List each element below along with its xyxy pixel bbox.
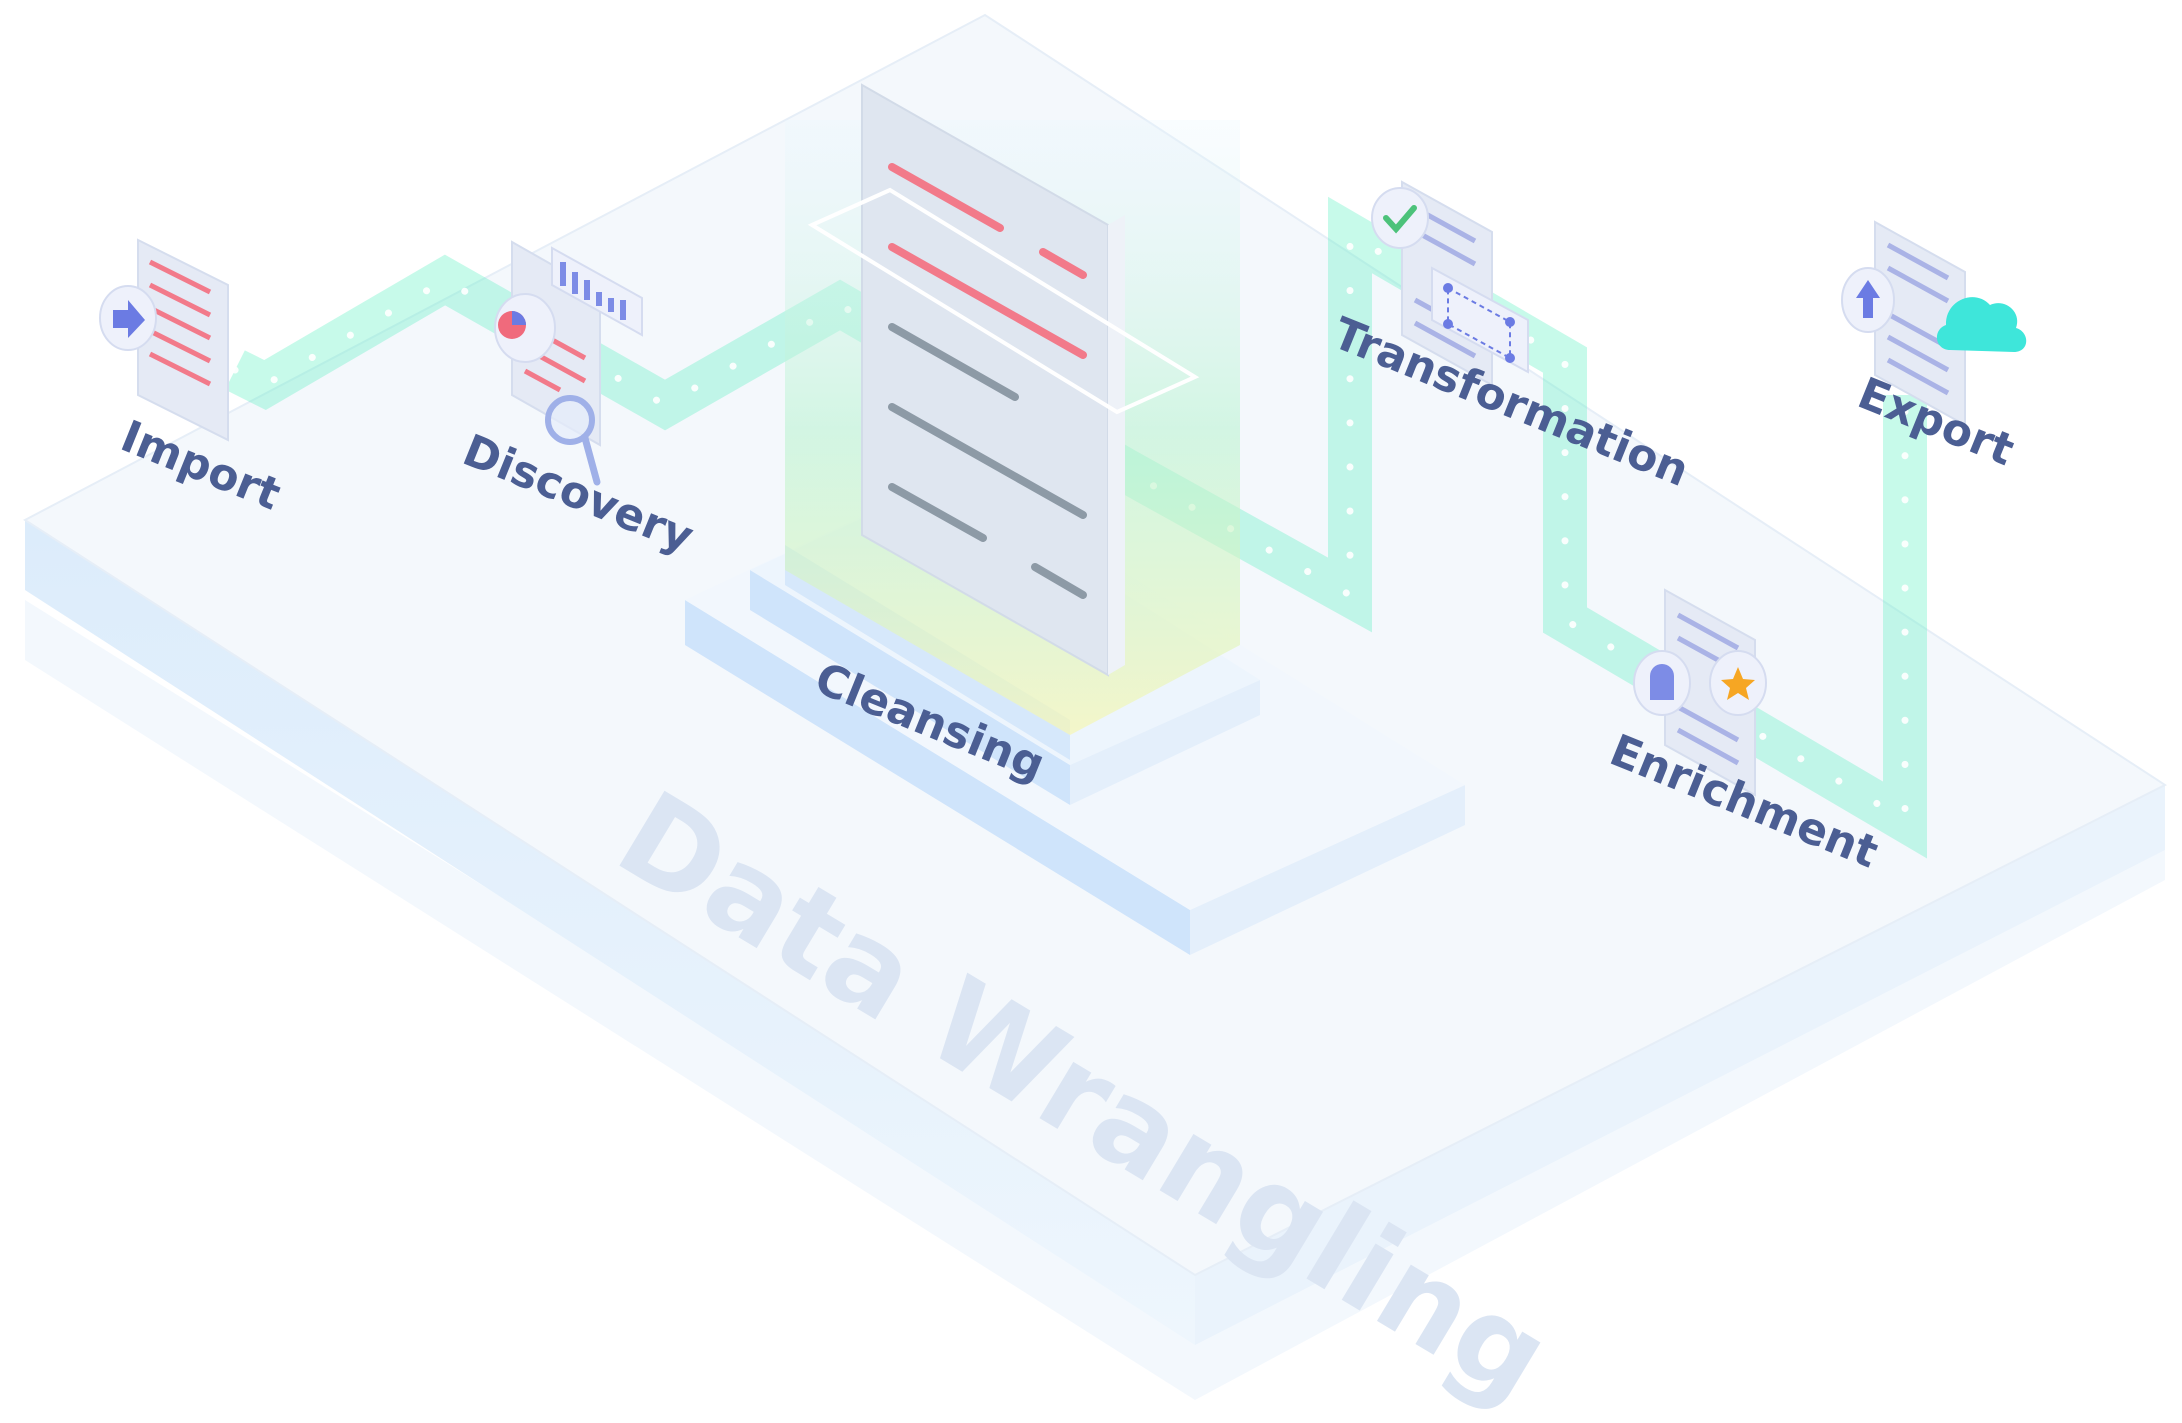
- discovery-bar-5: [608, 298, 614, 312]
- import-document: [137, 238, 229, 442]
- base-step-2-side: [750, 570, 1070, 805]
- stage-transformation: [1371, 180, 1529, 387]
- transformation-line-4: [1413, 320, 1477, 359]
- magnifier-handle: [581, 434, 601, 486]
- import-arrow-icon: [113, 300, 145, 338]
- enrichment-line-4: [1676, 727, 1740, 766]
- cleansing-line-red-1: [888, 163, 1004, 232]
- scanner-frame: [807, 187, 1200, 415]
- select-handle-3: [1505, 353, 1515, 363]
- star-icon: [1721, 667, 1755, 700]
- import-line-4: [148, 328, 212, 364]
- export-line-5: [1886, 357, 1950, 396]
- magnifier-icon: [545, 395, 595, 445]
- base-step-2-side-right: [1070, 680, 1260, 805]
- stage-export: [1841, 220, 2027, 427]
- cleansing-column: [785, 83, 1240, 735]
- select-handle-2: [1505, 317, 1515, 327]
- transformation-line-2: [1413, 228, 1477, 267]
- cleansing-line-red-3: [888, 243, 1087, 359]
- cleansing-line-gray-1: [888, 323, 1019, 401]
- cloud-icon: [1936, 297, 2027, 352]
- enrichment-line-3: [1676, 704, 1740, 743]
- select-handle-4: [1443, 319, 1453, 329]
- enrichment-line-1: [1676, 612, 1740, 651]
- stage-enrichment: [1633, 588, 1767, 797]
- discovery-bar-4: [596, 292, 602, 306]
- import-line-1: [148, 259, 212, 295]
- discovery-line-3: [523, 368, 562, 393]
- platform-right-side: [1195, 785, 2165, 1345]
- cleansing-line-red-2: [1039, 248, 1087, 279]
- stage-discovery: [494, 240, 643, 486]
- select-handle-1: [1443, 283, 1453, 293]
- cleansing-document-edge: [1108, 215, 1125, 675]
- export-line-4: [1886, 334, 1950, 373]
- transformation-check-badge: [1371, 187, 1429, 249]
- select-box-icon: [1447, 286, 1511, 360]
- discovery-bar-2: [572, 272, 578, 294]
- discovery-bar-chart-card: [551, 246, 643, 337]
- discovery-pie-slice: [512, 311, 526, 325]
- discovery-bar-1: [560, 262, 566, 286]
- transformation-select-card: [1431, 266, 1529, 374]
- cleansing-line-gray-2: [888, 403, 1087, 519]
- platform-left-side: [25, 520, 1195, 1345]
- cleansing-line-gray-3: [888, 483, 987, 542]
- stage-import: [99, 238, 229, 442]
- import-line-2: [148, 282, 212, 318]
- import-line-3: [148, 305, 212, 341]
- ai-head-icon: [1650, 664, 1674, 700]
- base-step-1-side-right: [1190, 785, 1465, 955]
- export-line-2: [1886, 265, 1950, 304]
- export-line-1: [1886, 242, 1950, 281]
- upload-arrow-icon: [1856, 280, 1880, 318]
- import-line-5: [148, 351, 212, 387]
- base-step-1-side: [685, 600, 1190, 955]
- discovery-bar-3: [584, 280, 590, 300]
- discovery-bar-6: [620, 300, 626, 320]
- checkmark-icon: [1383, 205, 1417, 234]
- cleansing-line-gray-4: [1031, 563, 1087, 599]
